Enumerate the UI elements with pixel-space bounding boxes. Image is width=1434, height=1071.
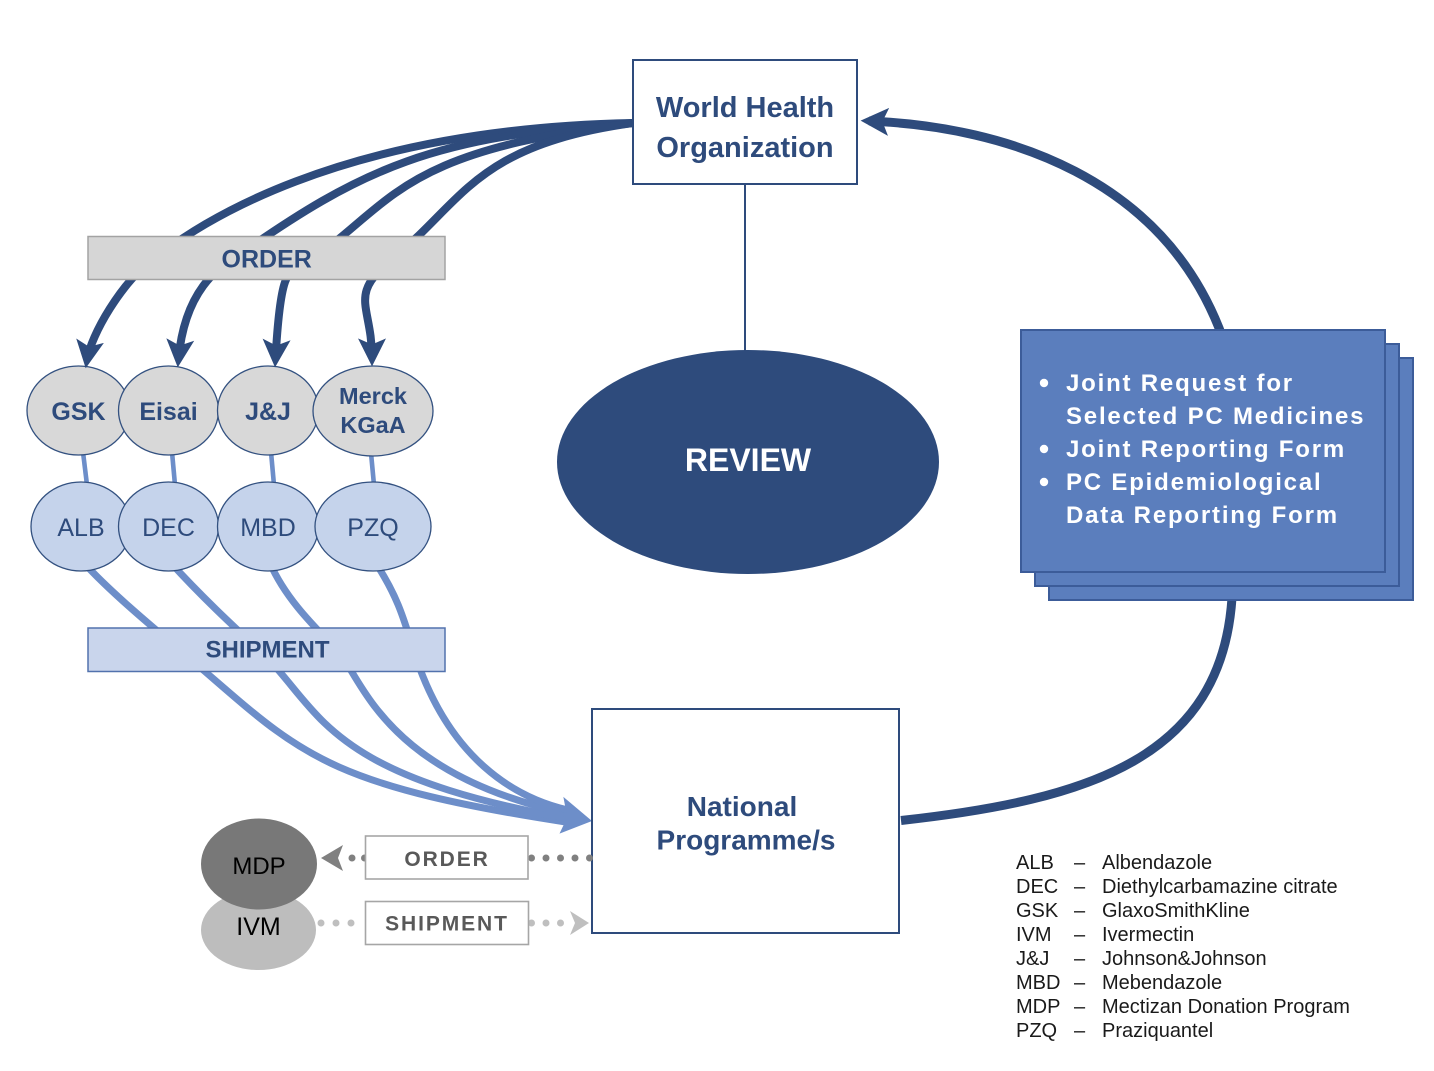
svg-text:Organization: Organization bbox=[656, 132, 833, 164]
svg-text:PZQ: PZQ bbox=[1016, 1020, 1057, 1042]
svg-text:IVM: IVM bbox=[236, 913, 280, 941]
svg-text:Programme/s: Programme/s bbox=[657, 825, 836, 856]
svg-text:–: – bbox=[1074, 876, 1086, 898]
svg-text:Joint Reporting Form: Joint Reporting Form bbox=[1066, 436, 1346, 463]
svg-text:National: National bbox=[687, 791, 797, 822]
svg-text:SHIPMENT: SHIPMENT bbox=[385, 913, 509, 936]
svg-text:ORDER: ORDER bbox=[222, 246, 312, 274]
svg-text:–: – bbox=[1074, 972, 1086, 994]
svg-text:–: – bbox=[1074, 996, 1086, 1018]
svg-text:MBD: MBD bbox=[1016, 972, 1060, 994]
svg-text:–: – bbox=[1074, 924, 1086, 946]
svg-text:MDP: MDP bbox=[1016, 996, 1060, 1018]
svg-text:PC Epidemiological: PC Epidemiological bbox=[1066, 469, 1322, 496]
svg-text:Johnson&Johnson: Johnson&Johnson bbox=[1102, 948, 1267, 970]
svg-text:Mectizan Donation Program: Mectizan Donation Program bbox=[1102, 996, 1350, 1018]
svg-text:World Health: World Health bbox=[656, 92, 834, 124]
svg-text:ALB: ALB bbox=[1016, 852, 1054, 874]
svg-text:MDP: MDP bbox=[232, 853, 285, 880]
svg-text:Merck: Merck bbox=[339, 383, 408, 409]
svg-text:SHIPMENT: SHIPMENT bbox=[205, 637, 329, 664]
svg-text:Ivermectin: Ivermectin bbox=[1102, 924, 1194, 946]
svg-text:MBD: MBD bbox=[240, 514, 296, 542]
svg-text:J&J: J&J bbox=[245, 398, 291, 426]
svg-text:GSK: GSK bbox=[51, 398, 105, 426]
svg-text:GlaxoSmithKline: GlaxoSmithKline bbox=[1102, 900, 1250, 922]
svg-text:J&J: J&J bbox=[1016, 948, 1049, 970]
svg-text:Albendazole: Albendazole bbox=[1102, 852, 1212, 874]
svg-text:Joint Request for: Joint Request for bbox=[1066, 370, 1294, 397]
svg-text:Data Reporting Form: Data Reporting Form bbox=[1066, 502, 1339, 529]
svg-text:Eisai: Eisai bbox=[139, 398, 197, 426]
svg-text:REVIEW: REVIEW bbox=[685, 442, 812, 478]
svg-text:ALB: ALB bbox=[57, 514, 104, 542]
svg-text:Selected PC Medicines: Selected PC Medicines bbox=[1066, 403, 1365, 430]
svg-text:PZQ: PZQ bbox=[347, 514, 398, 542]
svg-text:Praziquantel: Praziquantel bbox=[1102, 1020, 1213, 1042]
svg-text:DEC: DEC bbox=[142, 514, 195, 542]
svg-text:Diethylcarbamazine citrate: Diethylcarbamazine citrate bbox=[1102, 876, 1338, 898]
svg-text:–: – bbox=[1074, 948, 1086, 970]
svg-text:GSK: GSK bbox=[1016, 900, 1059, 922]
svg-text:ORDER: ORDER bbox=[404, 848, 489, 871]
svg-text:KGaA: KGaA bbox=[340, 412, 405, 438]
svg-text:–: – bbox=[1074, 900, 1086, 922]
svg-text:IVM: IVM bbox=[1016, 924, 1052, 946]
svg-text:–: – bbox=[1074, 1020, 1086, 1042]
svg-text:–: – bbox=[1074, 852, 1086, 874]
svg-text:Mebendazole: Mebendazole bbox=[1102, 972, 1222, 994]
svg-text:DEC: DEC bbox=[1016, 876, 1058, 898]
